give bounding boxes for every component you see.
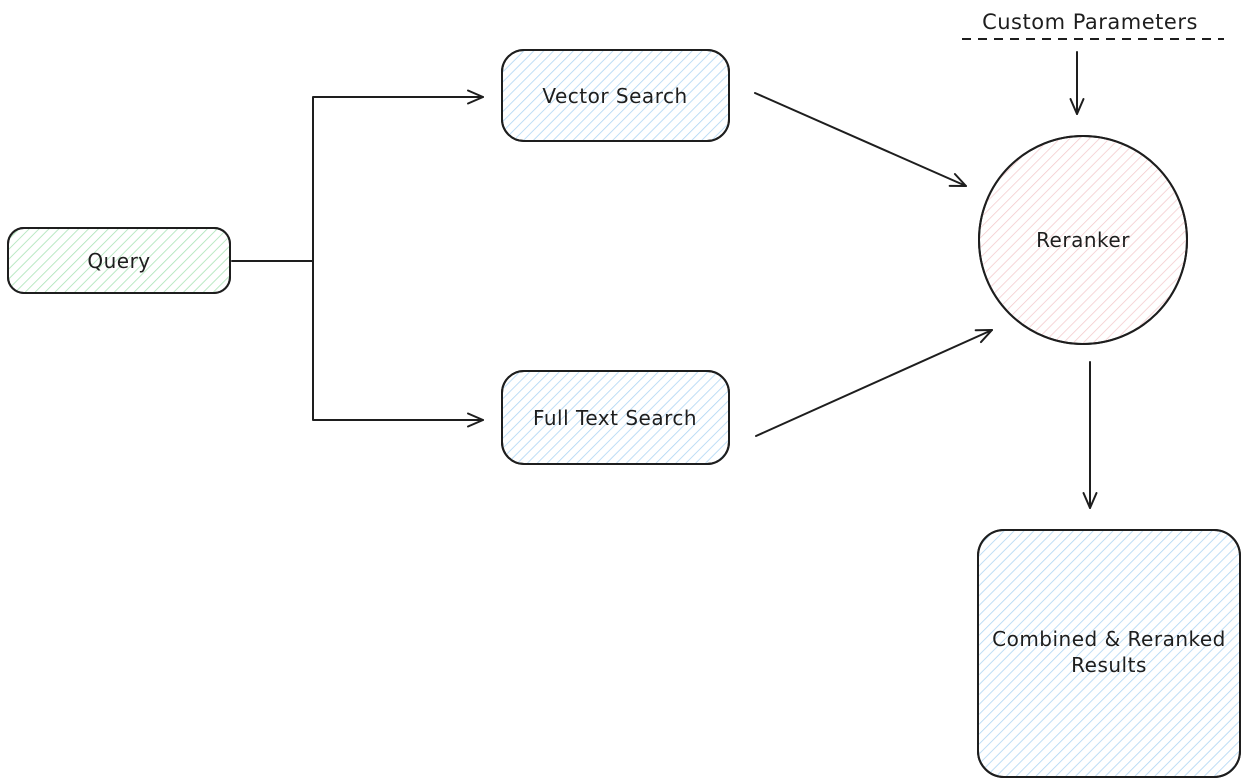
- query-label: Query: [87, 249, 150, 273]
- vector-search-label: Vector Search: [542, 84, 687, 108]
- edge-full-text-search-to-reranker: [755, 329, 993, 437]
- query-box-hachure: [7, 227, 231, 294]
- reranker-label: Reranker: [1036, 228, 1130, 252]
- node-reranker: Reranker: [978, 135, 1188, 345]
- edge-vector-search-to-reranker: [754, 92, 967, 187]
- full-text-search-label: Full Text Search: [533, 406, 697, 430]
- custom-parameters-label: Custom Parameters: [982, 10, 1198, 34]
- node-custom-parameters: Custom Parameters: [962, 10, 1224, 40]
- combined-results-label-line1: Combined & Reranked: [992, 627, 1226, 651]
- reranker-circle-hachure: [978, 135, 1188, 345]
- node-full-text-search: Full Text Search: [501, 370, 730, 465]
- combined-results-box-hachure: [977, 529, 1241, 778]
- vector-search-box-hachure: [501, 49, 730, 142]
- combined-results-label-line2: Results: [1071, 653, 1147, 677]
- node-query: Query: [7, 227, 231, 294]
- edge-query-to-full-text-search: [312, 260, 484, 428]
- node-vector-search: Vector Search: [501, 49, 730, 142]
- edge-query-to-vector-search: [231, 89, 484, 262]
- full-text-search-box-hachure: [501, 370, 730, 465]
- node-combined-results: Combined & Reranked Results: [977, 529, 1241, 778]
